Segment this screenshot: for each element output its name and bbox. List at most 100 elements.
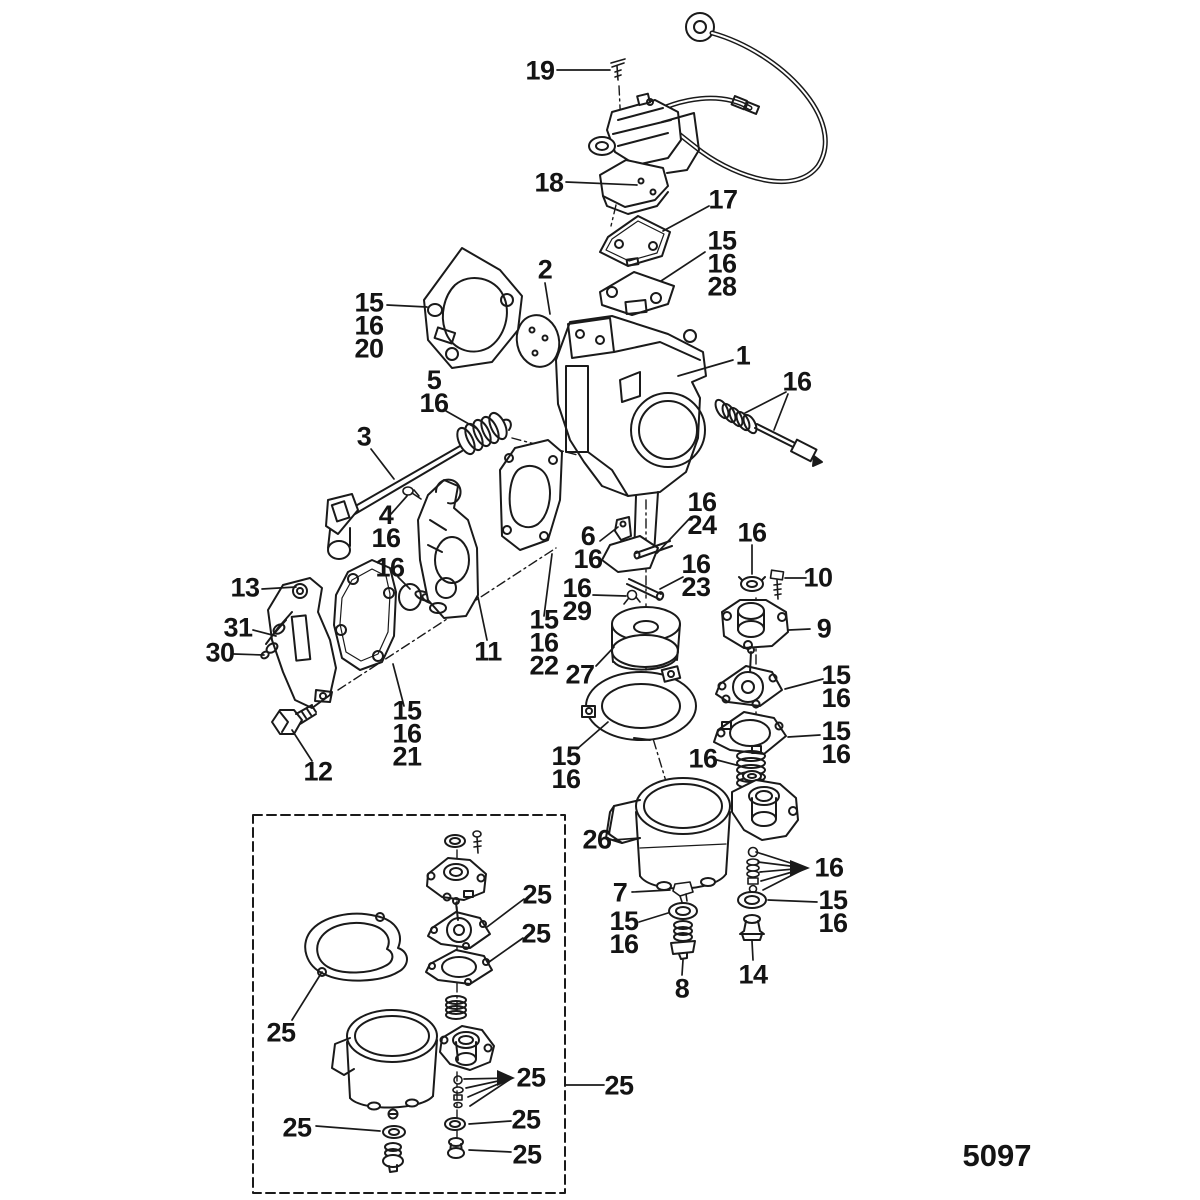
callout-2: 2 [537,254,553,285]
callout-16-vent: 16 [737,517,767,548]
callout-25-a: 25 [522,879,552,910]
plug-7 [673,882,693,902]
screw-19 [611,59,625,80]
callout-19: 19 [525,55,555,86]
throttle-rod-3 [326,446,462,559]
inset-float-bowl [332,1010,437,1119]
callout-25-f: 25 [282,1112,312,1143]
inset-bowl-gasket [305,913,407,981]
pump-body-11 [418,480,478,618]
gasket-15-16-21 [334,560,396,670]
callout-3: 3 [356,421,372,452]
carburetor-body-1 [556,316,706,572]
callout-12: 12 [303,756,333,787]
callout-9: 9 [816,613,832,644]
float-bowl-26 [606,778,730,890]
float-27 [612,607,680,670]
bowl-gasket [582,666,696,740]
gasket-pump [500,440,562,550]
idle-needle-16 [713,398,822,466]
figure-code: 5097 [962,1138,1032,1173]
callout-15-16-20: 15 16 20 [354,287,384,364]
valve-14 [740,915,764,940]
callout-14: 14 [738,959,768,990]
callout-25-g: 25 [511,1104,541,1135]
callout-27: 27 [565,659,595,690]
callout-15-16-washer-r: 15 16 [818,885,848,938]
plate-17 [600,216,670,266]
pump-cover-9 [722,600,788,649]
plate-13 [260,578,336,708]
arrow-fan-25 [464,1070,515,1106]
inset-small-stack [453,1076,463,1108]
callout-15-16-gasket: 15 16 [821,716,851,769]
inset-gasket [426,950,492,985]
drain-8 [671,921,695,959]
callout-15-16-washer-l: 15 16 [609,906,639,959]
callout-7: 7 [612,877,628,908]
callout-5-16: 5 16 [419,365,449,418]
callout-4-16: 4 16 [371,500,401,553]
hinge-pin-16-24 [635,541,673,559]
callout-25-c: 25 [266,1017,296,1048]
gasket-15-16-28 [600,272,674,315]
callout-17: 17 [708,184,738,215]
vent-ring-16 [739,577,765,591]
screw-4-16 [403,487,421,499]
screw-16-29 [624,591,640,605]
callout-16-23: 16 23 [681,549,711,602]
callout-16-29: 16 29 [562,573,592,626]
callout-16-stack: 16 [814,852,844,883]
inset-plug-right [448,1138,464,1158]
callout-16-24: 16 24 [687,487,717,540]
callout-1: 1 [735,340,751,371]
callout-15-16-diaphragm: 15 16 [821,660,851,713]
arrow-fan-16 [756,852,810,890]
inset-pump-base [440,1026,494,1070]
callout-31: 31 [223,612,253,643]
inset-spring [446,996,466,1019]
disc-2 [512,311,564,371]
inset-screw [473,831,481,853]
inset-washer-left [383,1126,405,1138]
callout-25-e: 25 [604,1070,634,1101]
callout-16-spring: 16 [688,743,718,774]
callout-11: 11 [474,636,502,667]
callout-25-d: 25 [516,1062,546,1093]
callout-15-16-21: 15 16 21 [392,695,422,772]
inlet-housing [732,771,798,840]
callout-15-16-22: 15 16 22 [529,604,559,681]
bracket-18 [600,160,668,214]
callout-15-16-bowl: 15 16 [551,741,581,794]
leader-lines [234,70,823,1152]
washer-left [669,903,697,919]
callout-13: 13 [230,572,260,603]
inset-diaphragm [428,898,490,949]
washer-right [738,892,766,908]
spring-5-16 [454,410,511,456]
callout-16-needle: 16 [782,366,812,397]
pin-16-23 [627,579,664,601]
inset-plug-left [383,1143,403,1172]
wire-harness [645,13,825,182]
screw-10 [771,570,784,599]
gasket-15-16-20 [424,248,522,368]
choke-solenoid [589,94,699,173]
inset-pump-cover [427,858,486,901]
callout-26: 26 [582,824,612,855]
callout-25-b: 25 [521,918,551,949]
callout-16-plunger: 16 [375,552,405,583]
pump-diaphragm [716,647,782,708]
inset-box [253,815,565,1193]
callout-15-16-28: 15 16 28 [707,225,737,302]
check-valve-stack [747,848,759,893]
callout-6-16: 6 16 [573,521,603,574]
bolt-12 [272,705,316,734]
inset-ring [445,835,465,847]
callout-10: 10 [803,562,833,593]
inset-washer-right [445,1118,465,1130]
callout-30: 30 [205,637,235,668]
callout-25-h: 25 [512,1139,542,1170]
